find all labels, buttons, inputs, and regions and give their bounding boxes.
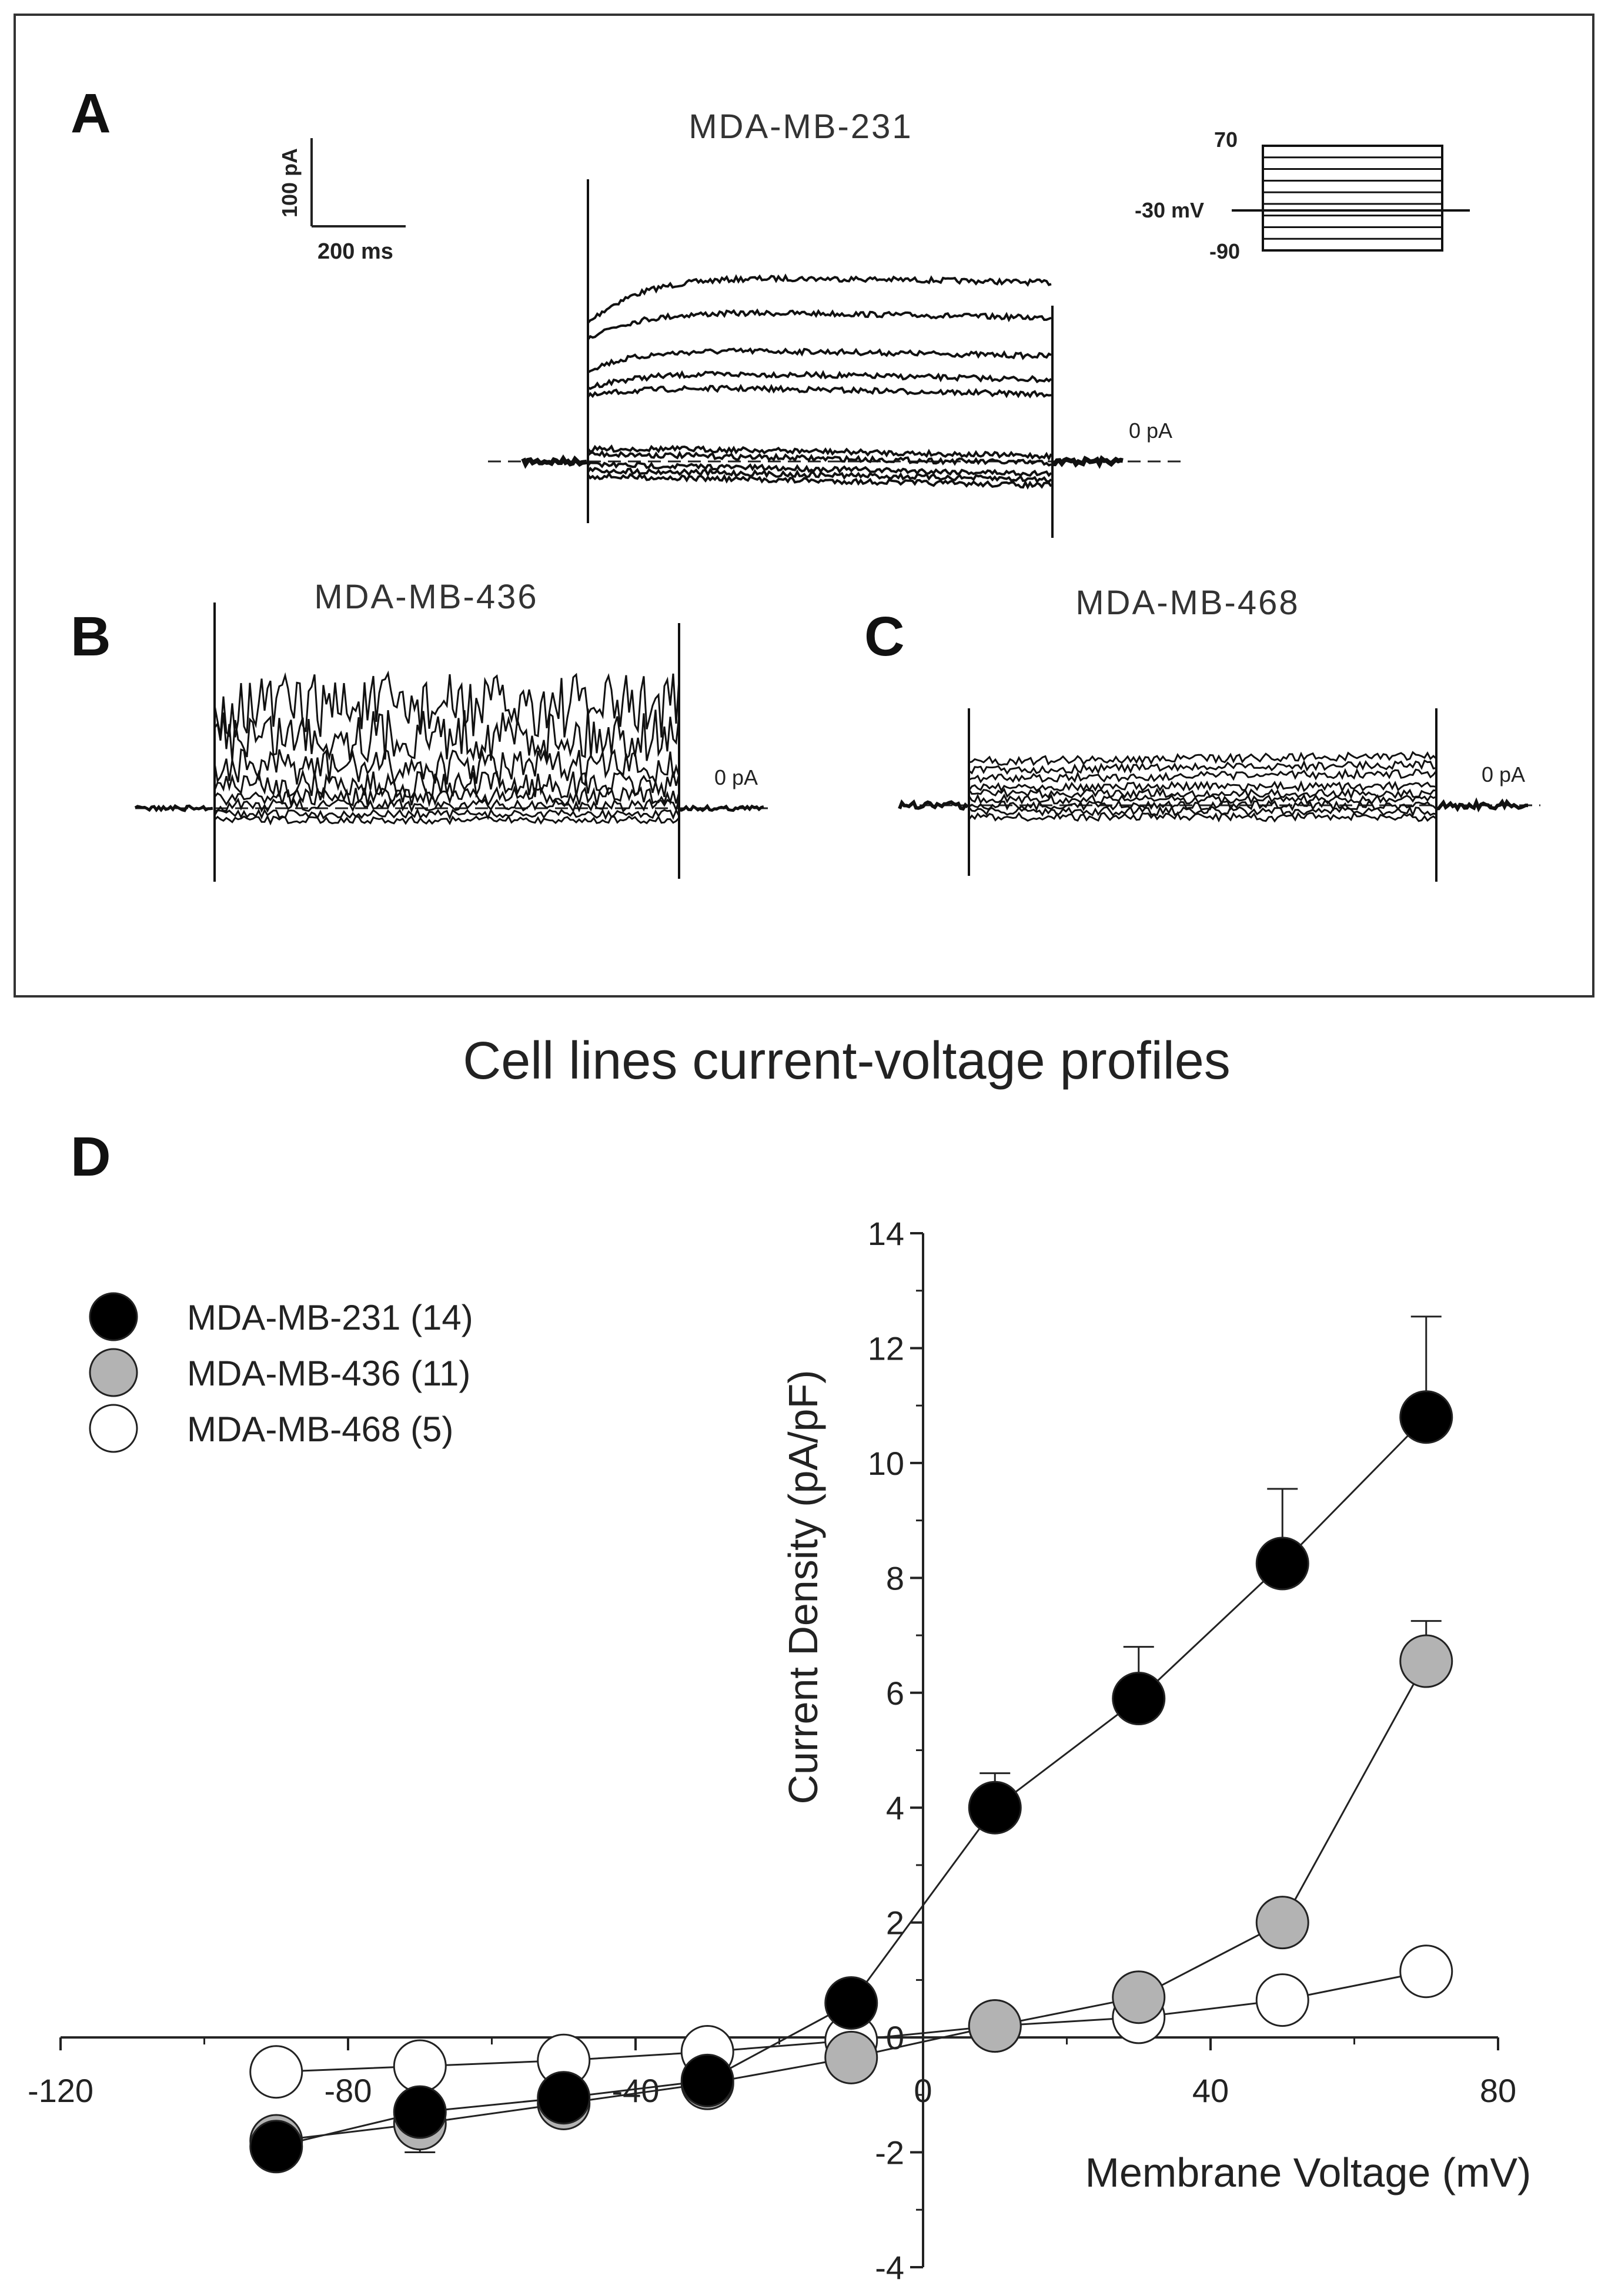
current-trace — [587, 450, 1052, 467]
x-axis-label: Membrane Voltage (mV) — [1085, 2150, 1532, 2195]
data-point — [1399, 1390, 1453, 1444]
data-point — [824, 2030, 878, 2084]
y-axis-label: Current Density (pA/pF) — [780, 1370, 826, 1804]
current-trace — [968, 787, 1437, 800]
legend-marker — [89, 1292, 138, 1341]
baseline-trace — [134, 804, 213, 812]
x-tick-label: -120 — [28, 2072, 93, 2109]
y-tick-label: 14 — [868, 1215, 904, 1252]
zero-label-a: 0 pA — [1129, 419, 1172, 443]
zero-label-c: 0 pA — [1482, 762, 1525, 786]
y-tick-label: 4 — [886, 1789, 904, 1826]
data-point — [537, 2071, 591, 2125]
baseline-trace — [1052, 455, 1124, 469]
scale-bar-y-label: 100 pA — [278, 148, 302, 217]
legend-marker — [89, 1404, 138, 1453]
traces-b — [134, 603, 770, 882]
protocol-top-label: 70 — [1214, 128, 1238, 152]
current-trace — [587, 383, 1052, 399]
current-trace — [213, 785, 680, 808]
data-point — [1112, 1672, 1166, 1726]
current-trace — [968, 768, 1437, 784]
panel-a-title: MDA-MB-231 — [688, 108, 912, 146]
current-trace — [213, 708, 680, 763]
legend-label: MDA-MB-231 (14) — [187, 1298, 473, 1337]
data-point — [393, 2039, 447, 2093]
current-trace — [587, 471, 1052, 490]
current-trace — [213, 670, 680, 738]
protocol-bottom-label: -90 — [1209, 239, 1240, 263]
data-point — [824, 1976, 878, 2030]
scale-bar-x-label: 200 ms — [317, 239, 393, 264]
legend-marker — [89, 1348, 138, 1397]
traces-c — [898, 708, 1540, 882]
panel-letter-b: B — [71, 605, 111, 668]
data-point — [680, 2053, 734, 2107]
current-trace — [213, 808, 680, 821]
traces-frame — [14, 14, 1594, 998]
current-trace — [587, 308, 1052, 340]
data-point — [968, 1999, 1022, 2053]
iv-heading: Cell lines current-voltage profiles — [463, 1032, 1231, 1090]
data-point — [968, 1780, 1022, 1835]
data-point — [393, 2085, 447, 2139]
data-point — [1399, 1944, 1453, 1999]
current-trace — [213, 748, 680, 786]
current-trace — [587, 370, 1052, 390]
protocol-hold-label: -30 mV — [1135, 198, 1204, 222]
y-tick-label: 8 — [886, 1559, 904, 1597]
baseline-trace — [521, 454, 587, 469]
x-tick-label: -80 — [325, 2072, 372, 2109]
current-trace — [968, 751, 1437, 767]
current-trace — [587, 466, 1052, 484]
data-point — [249, 2120, 303, 2174]
data-point — [1255, 1973, 1309, 2027]
legend-label: MDA-MB-468 (5) — [187, 1410, 453, 1449]
current-trace — [968, 805, 1437, 818]
current-trace — [968, 793, 1437, 806]
current-trace — [968, 780, 1437, 793]
legend-label: MDA-MB-436 (11) — [187, 1354, 470, 1393]
zero-label-b: 0 pA — [714, 765, 758, 789]
y-tick-label: 6 — [886, 1675, 904, 1712]
x-tick-label: 80 — [1480, 2072, 1516, 2109]
y-tick-label: -4 — [875, 2249, 904, 2286]
y-tick-label: 0 — [886, 2019, 904, 2056]
panel-letter-d: D — [71, 1126, 111, 1188]
panel-letter-a: A — [71, 82, 111, 145]
data-point — [1255, 1537, 1309, 1591]
baseline-trace — [678, 804, 764, 812]
y-tick-label: 12 — [868, 1330, 904, 1367]
baseline-trace — [898, 799, 969, 811]
panel-b-title: MDA-MB-436 — [314, 578, 538, 616]
data-point — [1399, 1634, 1453, 1688]
current-trace — [587, 460, 1052, 477]
current-trace — [968, 799, 1437, 812]
current-trace — [587, 444, 1052, 461]
current-trace — [214, 796, 680, 814]
current-trace — [968, 759, 1437, 775]
data-point — [249, 2045, 303, 2099]
current-trace — [587, 273, 1052, 324]
y-tick-label: 10 — [868, 1445, 904, 1482]
data-point — [1112, 1970, 1166, 2024]
current-trace — [213, 814, 680, 826]
legend: MDA-MB-231 (14) MDA-MB-436 (11) MDA-MB-468… — [89, 1292, 473, 1453]
y-tick-label: -2 — [875, 2134, 904, 2171]
baseline-trace — [1436, 797, 1528, 813]
x-tick-label: 40 — [1192, 2072, 1229, 2109]
current-trace — [587, 347, 1052, 374]
data-point — [1255, 1896, 1309, 1950]
traces-a — [488, 179, 1182, 538]
panel-letter-c: C — [864, 605, 905, 668]
scale-bar: 100 pA 200 ms — [278, 138, 406, 264]
panel-c-title: MDA-MB-468 — [1075, 584, 1299, 622]
voltage-protocol: 70 -30 mV -90 — [1135, 128, 1470, 263]
x-tick-label: 0 — [914, 2072, 932, 2109]
current-trace — [968, 811, 1437, 823]
